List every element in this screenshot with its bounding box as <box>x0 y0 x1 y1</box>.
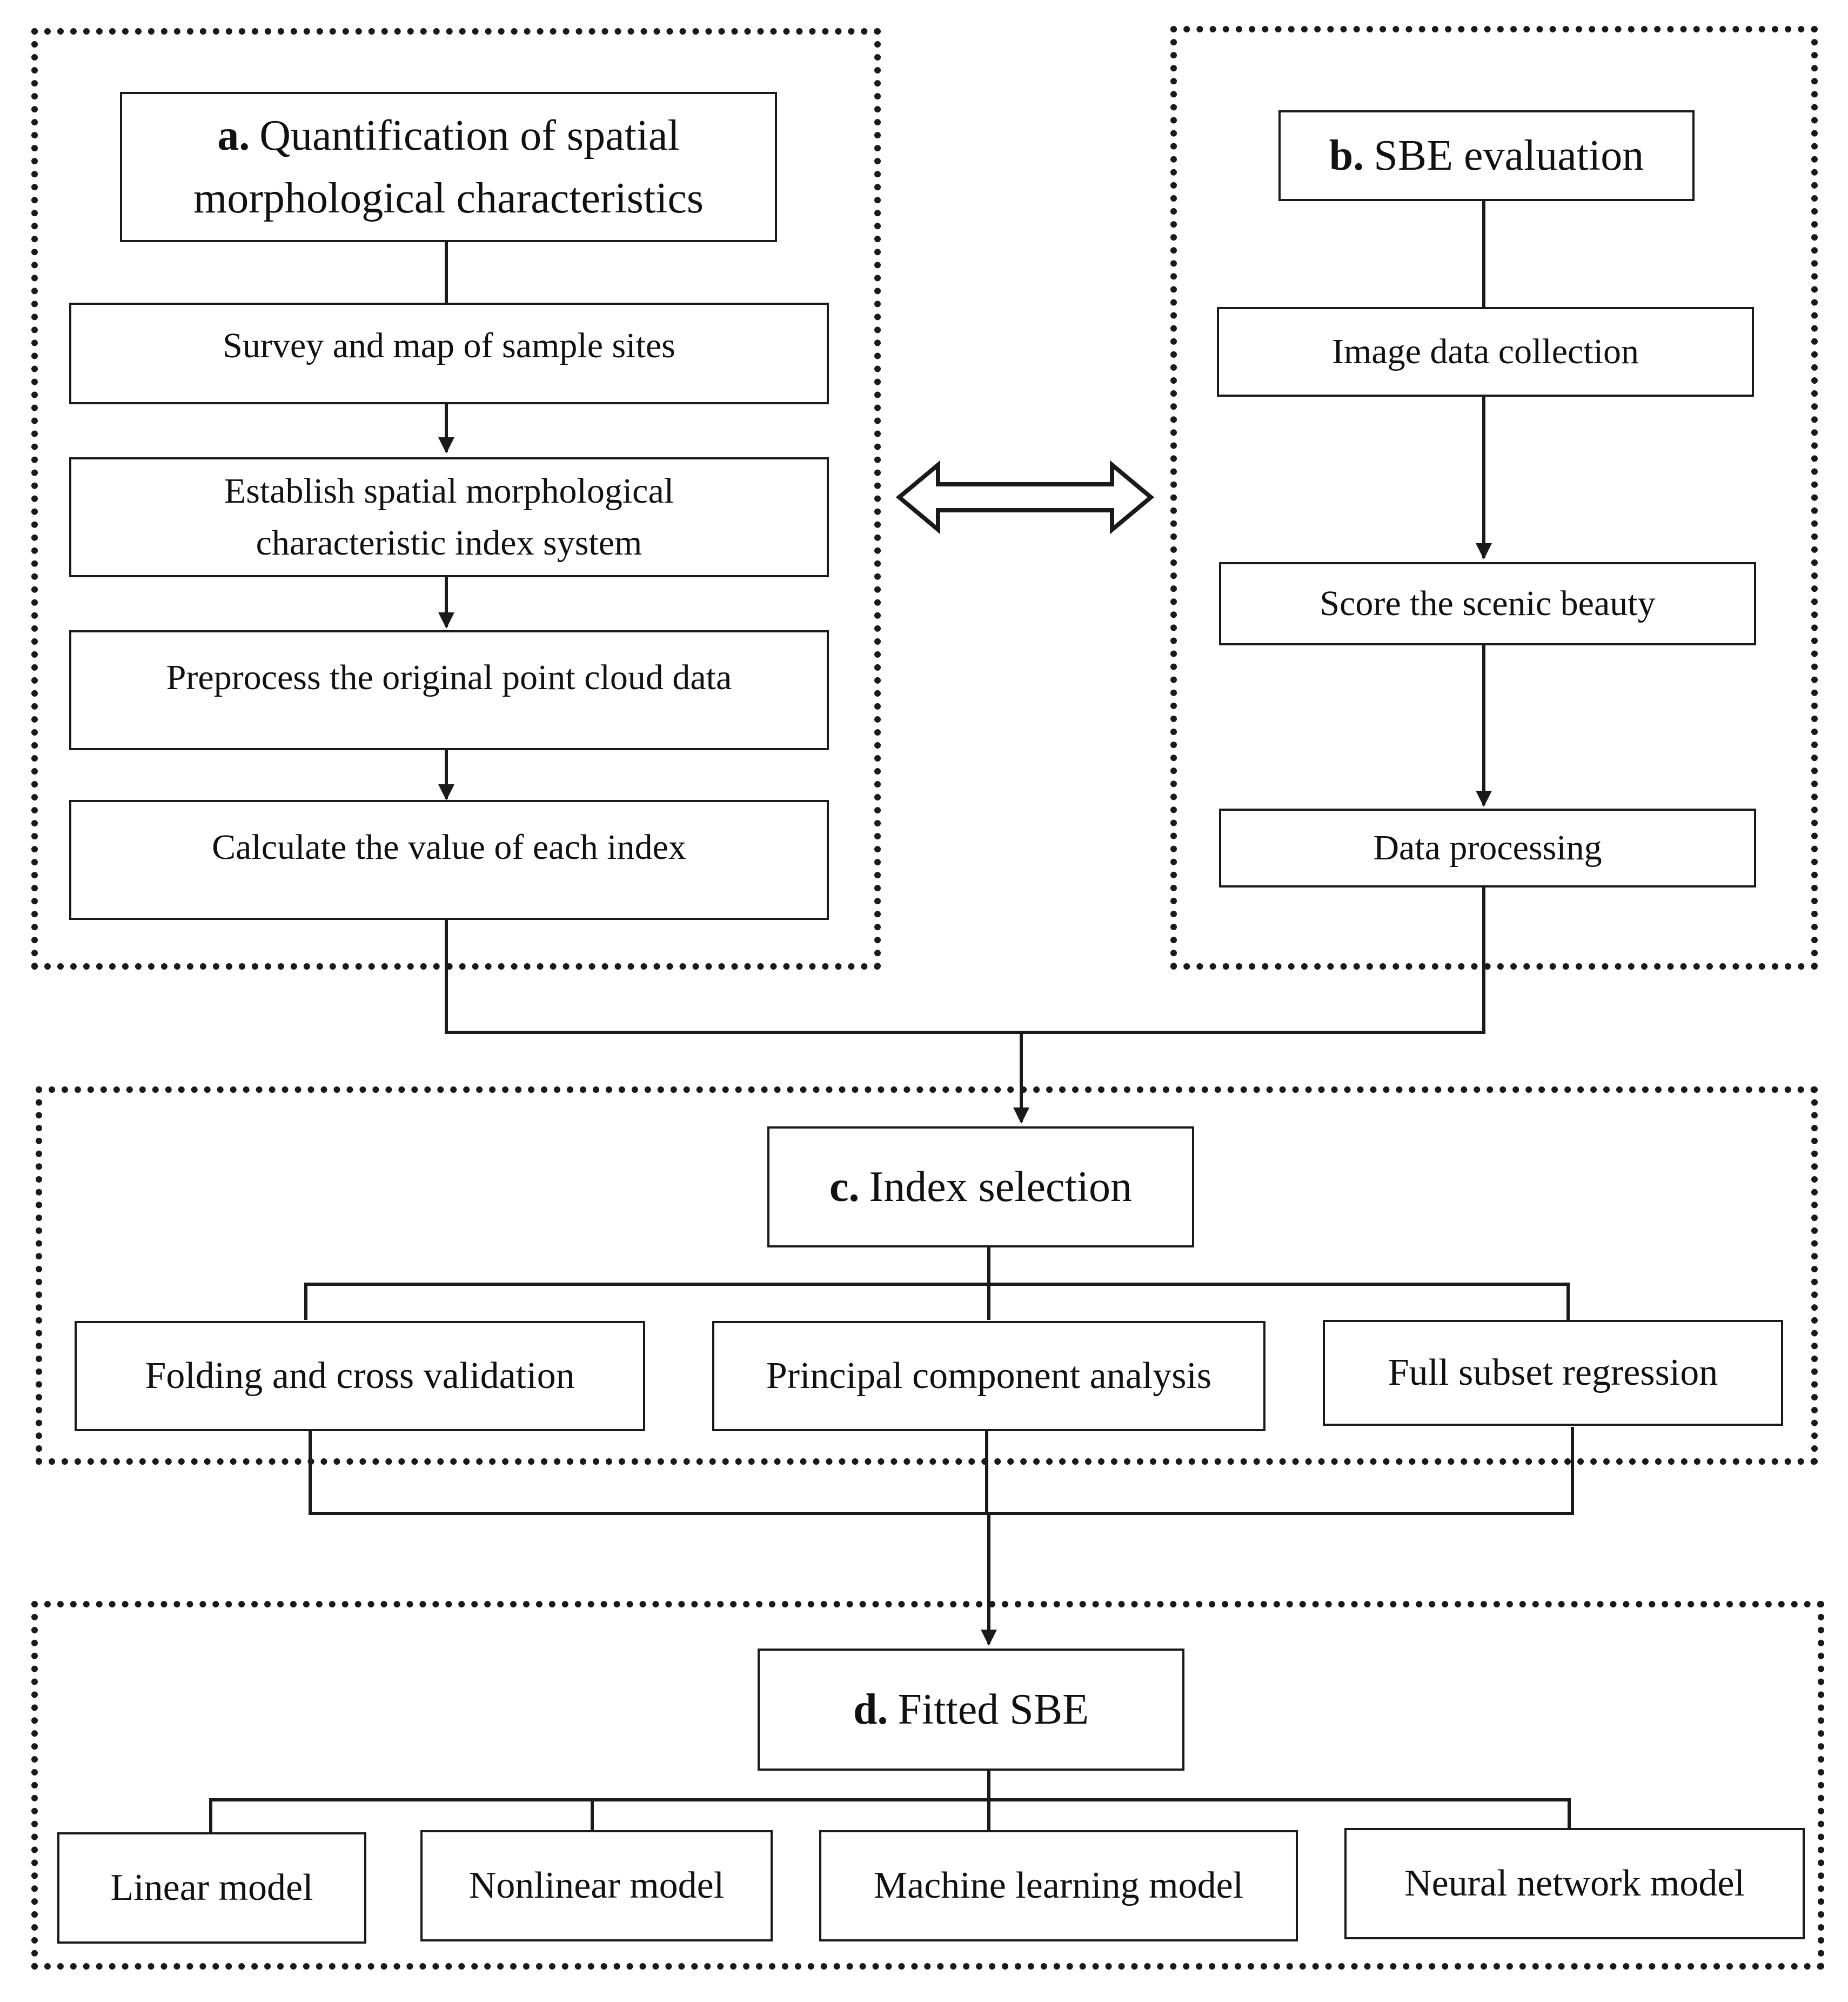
merge-a-b-line <box>445 886 1485 1034</box>
box-b-step-processing: Data processing <box>1219 809 1756 887</box>
label-b-step2: Score the scenic beauty <box>1320 584 1656 624</box>
label-b-title: SBE evaluation <box>1374 132 1644 179</box>
label-c-method2: Principal component analysis <box>766 1355 1212 1397</box>
box-a-step-preprocess: Preprocess the original point cloud data <box>69 630 829 750</box>
label-b-letter: b. <box>1329 132 1364 179</box>
label-a-title-line2: morphological characteristics <box>193 175 704 222</box>
group-c-index-selection <box>36 1086 1818 1465</box>
box-b-step-score: Score the scenic beauty <box>1219 562 1756 645</box>
label-b-step3: Data processing <box>1373 828 1602 868</box>
label-a-title-line1: Quantification of spatial <box>259 112 680 159</box>
box-c-full-subset: Full subset regression <box>1323 1320 1783 1426</box>
label-c-method3: Full subset regression <box>1388 1352 1718 1394</box>
label-a-step4: Calculate the value of each index <box>212 828 686 867</box>
label-a-step2: Establish spatial morphological characte… <box>224 471 674 563</box>
merge-c-line <box>309 1427 1574 1515</box>
box-c-title: c.Index selection <box>767 1126 1194 1247</box>
label-c-letter: c. <box>829 1163 860 1211</box>
label-a-step3: Preprocess the original point cloud data <box>166 658 732 697</box>
group-b-sbe-evaluation <box>1170 26 1818 970</box>
box-d-title: d.Fitted SBE <box>758 1649 1184 1771</box>
box-d-linear: Linear model <box>57 1832 366 1944</box>
branch-c-line <box>304 1283 1570 1320</box>
label-c-method1: Folding and cross validation <box>145 1355 575 1397</box>
label-d-model2: Nonlinear model <box>468 1865 725 1907</box>
box-c-folding: Folding and cross validation <box>75 1321 645 1431</box>
box-d-neural-network: Neural network model <box>1344 1828 1805 1939</box>
box-b-step-image: Image data collection <box>1217 307 1754 397</box>
bidirectional-arrow <box>895 460 1155 535</box>
box-a-step-survey: Survey and map of sample sites <box>69 303 829 404</box>
label-b-step1: Image data collection <box>1331 332 1639 372</box>
group-d-fitted-sbe <box>31 1601 1824 1970</box>
box-d-nonlinear: Nonlinear model <box>420 1830 773 1941</box>
box-c-pca: Principal component analysis <box>712 1321 1266 1431</box>
label-a-letter: a. <box>217 112 250 159</box>
label-d-model3: Machine learning model <box>873 1865 1244 1907</box>
label-d-model4: Neural network model <box>1404 1863 1745 1905</box>
label-d-letter: d. <box>853 1686 888 1733</box>
box-a-title: a.Quantification of spatial morphologica… <box>120 92 777 242</box>
branch-d-line <box>209 1798 1571 1832</box>
label-c-title: Index selection <box>869 1163 1132 1211</box>
box-d-machine-learning: Machine learning model <box>819 1830 1298 1941</box>
box-a-step-calculate: Calculate the value of each index <box>69 800 829 920</box>
box-b-title: b.SBE evaluation <box>1278 110 1695 201</box>
label-d-title: Fitted SBE <box>898 1686 1089 1733</box>
label-d-model1: Linear model <box>110 1867 313 1909</box>
label-a-step1: Survey and map of sample sites <box>223 326 675 365</box>
group-a-quantification <box>31 28 881 970</box>
box-a-step-establish: Establish spatial morphological characte… <box>69 457 829 577</box>
